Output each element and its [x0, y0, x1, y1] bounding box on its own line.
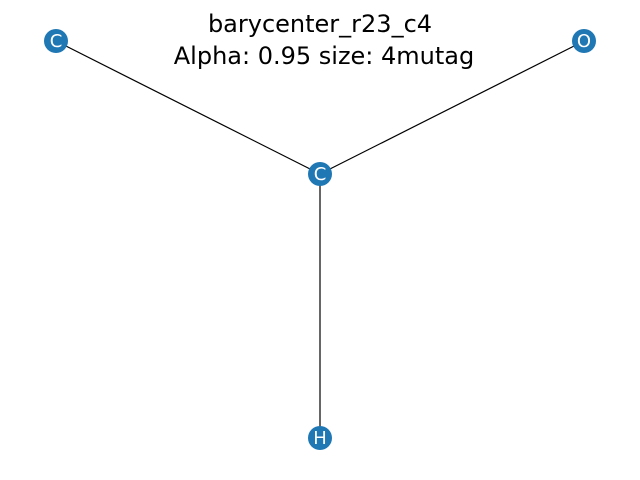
- graph-node: C: [308, 162, 332, 186]
- graph-node: H: [308, 426, 332, 450]
- node-circle: [572, 29, 596, 53]
- node-label: C: [50, 31, 63, 52]
- node-label: C: [314, 164, 327, 185]
- title-line-2: Alpha: 0.95 size: 4mutag: [174, 42, 474, 70]
- node-circle: [44, 29, 68, 53]
- node-label: H: [313, 428, 327, 449]
- node-label: O: [577, 31, 591, 52]
- graph-node: C: [44, 29, 68, 53]
- graph-node: O: [572, 29, 596, 53]
- title-line-1: barycenter_r23_c4: [208, 10, 432, 38]
- graph-edge: [319, 40, 585, 175]
- node-circle: [308, 426, 332, 450]
- node-layer: C O C H: [44, 29, 596, 450]
- edge-layer: [55, 40, 585, 438]
- node-circle: [308, 162, 332, 186]
- graph-edge: [55, 40, 321, 175]
